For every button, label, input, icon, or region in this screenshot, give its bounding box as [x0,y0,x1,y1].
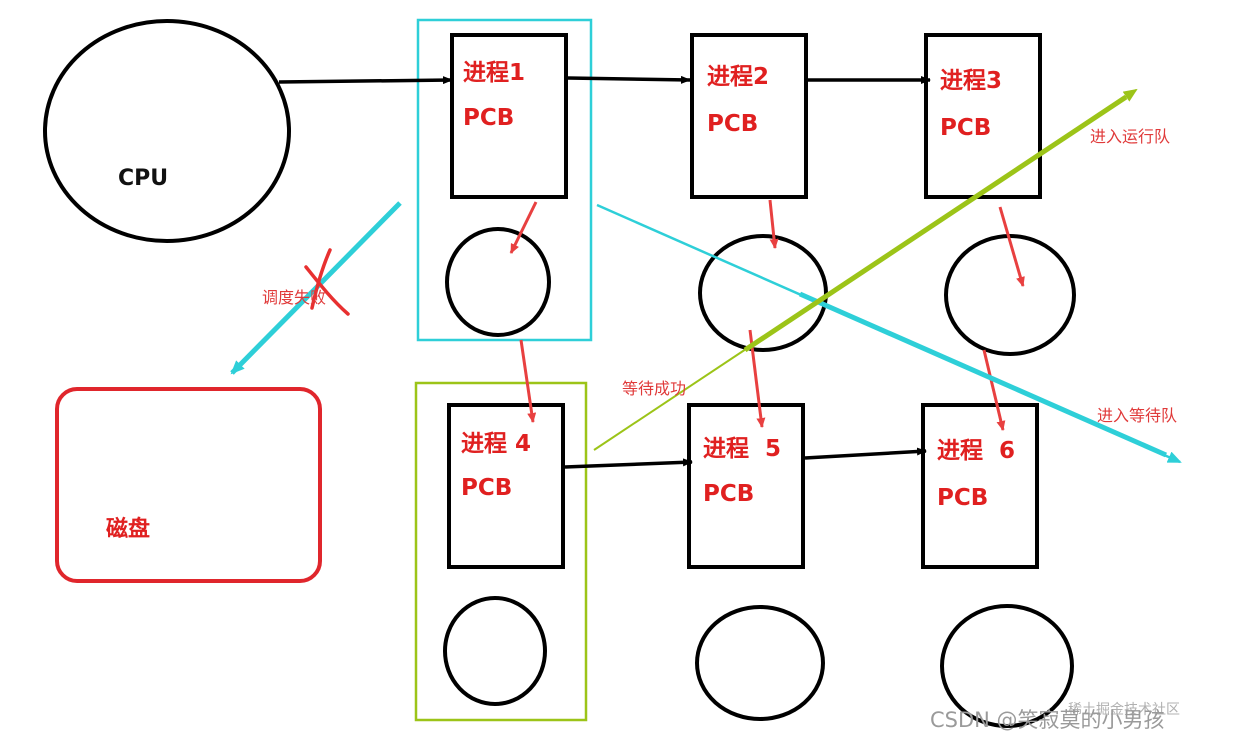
process-box-4 [447,403,565,569]
process-pcb-5: PCB [703,481,755,507]
watermark-main: CSDN @笑寂莫的小男孩 [930,708,1165,732]
fail-x-mark-stroke2 [310,248,332,310]
disk-label: 磁盘 [106,517,151,542]
process-circle-5 [695,605,825,721]
process-pcb-6: PCB [937,485,989,511]
annotation-enter-run-queue: 进入运行队 [1090,127,1171,146]
arrow-frame1-to-process4 [519,339,537,423]
arrow-circle3-to-process6 [982,349,1006,431]
annotation-wait-success: 等待成功 [622,379,687,398]
arrow-enter-wait-queue-thick [798,291,1168,458]
process-name-6: 进程 6 [937,438,1016,464]
running-group-frame [416,18,593,342]
process-pcb-1: PCB [463,105,515,131]
process-box-2 [690,33,808,199]
waiting-group-frame [414,381,588,722]
cpu-label: CPU [118,166,169,191]
process-box-6 [921,403,1039,569]
arrow-cpu-to-process1 [278,76,453,85]
process-pcb-3: PCB [940,115,992,141]
process-circle-4 [443,596,547,706]
cpu-node [43,19,291,243]
process-pcb-2: PCB [707,111,759,137]
process-name-5: 进程 5 [703,436,782,462]
process-name-4: 进程 4 [461,431,532,457]
arrow-pcb1-to-circle1 [509,201,538,254]
annotation-schedule-fail: 调度失败 [262,288,327,307]
process-name-2: 进程2 [707,64,770,90]
arrow-pcb3-to-circle3 [998,206,1025,287]
fail-x-mark [304,265,350,316]
process-box-1 [450,33,568,199]
process-circle-3 [944,234,1076,356]
watermark-overlay: 稀土掘金技术社区 [1068,702,1180,718]
disk-node [55,387,322,583]
arrow-enter-run-queue-thick [743,94,1128,353]
process-circle-2 [698,234,828,352]
process-name-1: 进程1 [463,60,526,86]
process-pcb-4: PCB [461,475,513,501]
process-name-3: 进程3 [940,68,1003,94]
arrow-pcb2-to-circle2 [768,199,779,249]
arrow-process4-to-process5 [564,458,693,469]
annotation-enter-wait-queue: 进入等待队 [1097,406,1178,425]
process-circle-6 [940,604,1074,728]
process-circle-1 [445,227,551,337]
arrow-process1-to-process2 [567,75,691,84]
arrow-process5-to-process6 [804,447,927,460]
process-box-3 [924,33,1042,199]
process-box-5 [687,403,805,569]
